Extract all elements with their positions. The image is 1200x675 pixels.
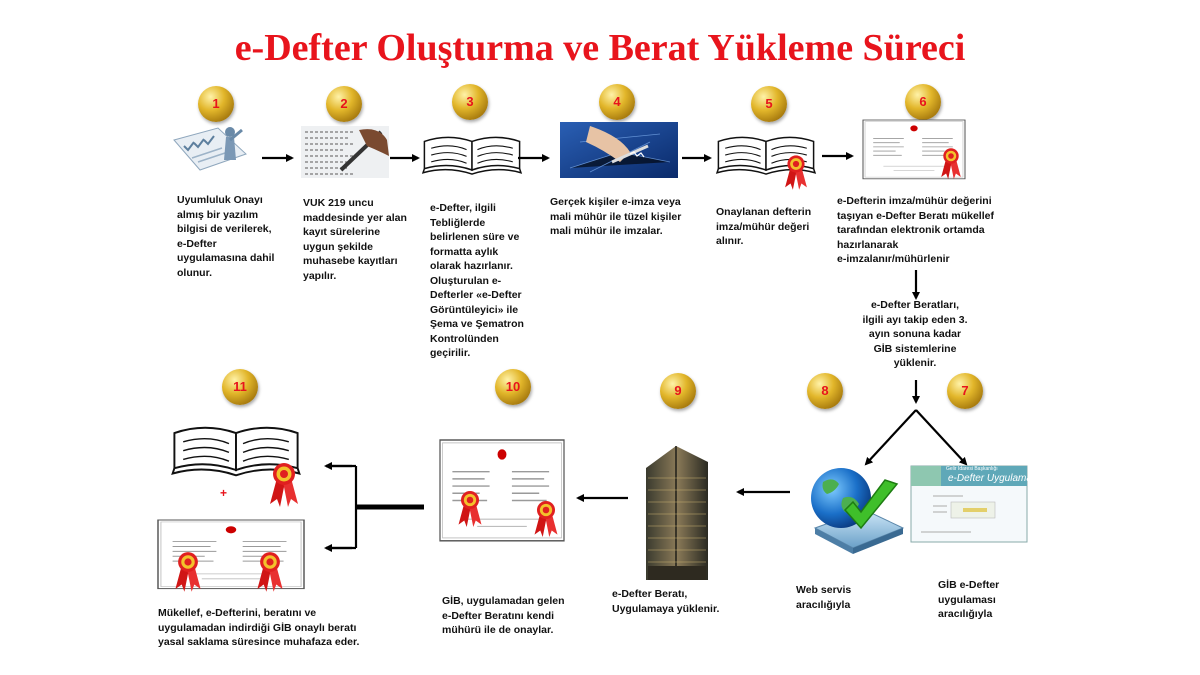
arrow-fork-to-8 [864, 409, 917, 466]
web-service-globe-icon [811, 468, 905, 554]
page-title: e-Defter Oluşturma ve Berat Yükleme Süre… [234, 27, 966, 69]
step-text-1: Uyumluluk Onayı almış bir yazılım bilgis… [177, 194, 275, 279]
step-text-8: Web servis aracılığıyla [796, 584, 852, 611]
step-text-4: Gerçek kişiler e-imza veya mali mühür il… [550, 196, 682, 237]
gib-app-window-icon [910, 465, 1028, 543]
arrow-branch-up [326, 464, 358, 550]
step-text-7: GİB e-Defter uygulaması aracılığıyla [938, 579, 1000, 620]
step-badge-8: 8 [807, 373, 843, 409]
step-badge-3: 3 [452, 84, 488, 120]
step-badge-2: 2 [326, 86, 362, 122]
ledger-pen-icon [301, 126, 389, 178]
step-badge-9: 9 [660, 373, 696, 409]
step-text-2: VUK 219 uncu maddesinde yer alan kayıt s… [303, 197, 407, 282]
step-text-9: e-Defter Beratı, Uygulamaya yüklenir. [612, 588, 720, 615]
upload-note: e-Defter Beratları, ilgili ayı takip ede… [862, 299, 968, 369]
plus-sign: + [220, 486, 228, 500]
digital-signature-icon [560, 122, 678, 178]
checklist-icon [173, 127, 247, 171]
app-window-subtitle: Gelir İdaresi Başkanlığı [946, 466, 998, 472]
step-text-6: e-Defterin imza/mühür değerini taşıyan e… [837, 195, 994, 265]
step-badge-6: 6 [905, 84, 941, 120]
gib-building-icon [646, 446, 708, 580]
step-badge-10: 10 [495, 369, 531, 405]
step-badge-7: 7 [947, 373, 983, 409]
step-text-11: Mükellef, e-Defterini, beratını ve uygul… [158, 607, 360, 648]
step-text-5: Onaylanan defterin imza/mühür değeri alı… [716, 206, 812, 247]
step-badge-5: 5 [751, 86, 787, 122]
step-text-3: e-Defter, ilgili Tebliğlerde belirlenen … [430, 202, 524, 359]
app-window-title: e-Defter Uygulaması [948, 473, 1040, 484]
step-badge-1: 1 [198, 86, 234, 122]
step-badge-4: 4 [599, 84, 635, 120]
step-badge-11: 11 [222, 369, 258, 405]
arrow-fork-to-7 [915, 409, 968, 466]
step-text-10: GİB, uygulamadan gelen e-Defter Beratını… [442, 595, 565, 636]
